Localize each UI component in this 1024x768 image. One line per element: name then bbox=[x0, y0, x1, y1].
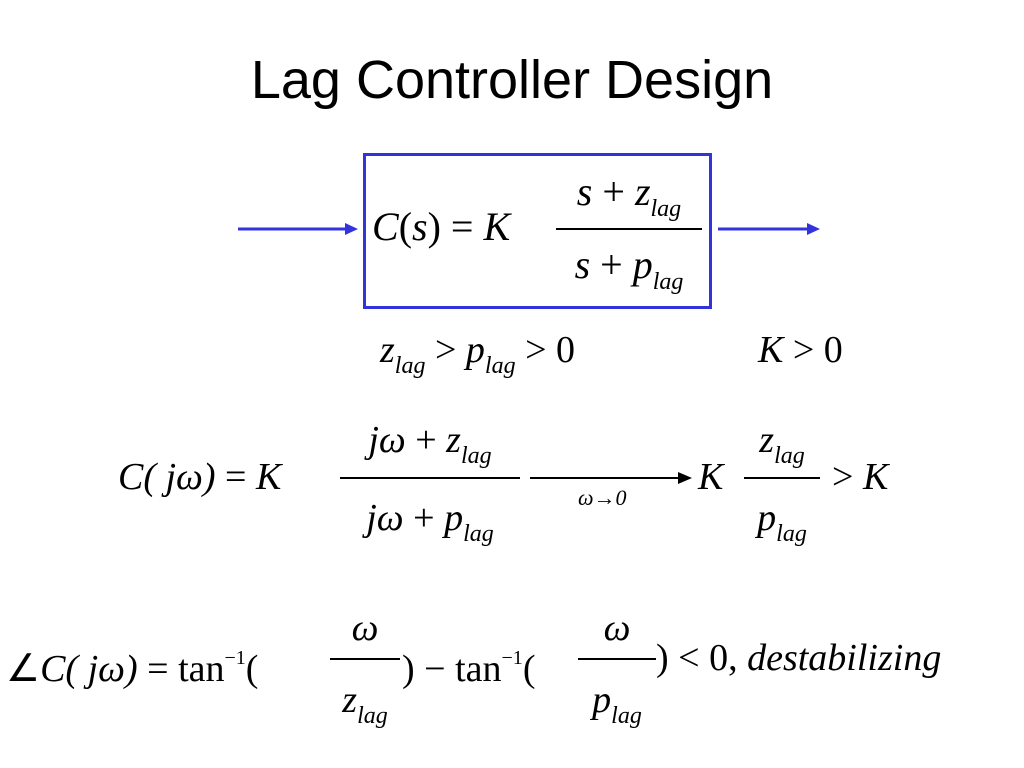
eq2-rhs-K: K bbox=[862, 456, 889, 498]
input-arrow-head bbox=[345, 223, 358, 235]
eq2-num-z: z bbox=[446, 419, 461, 461]
eq2-limit-label: ω→0 bbox=[578, 485, 627, 510]
cond-gt1: > bbox=[434, 329, 457, 371]
eq3-open2: ( bbox=[522, 648, 536, 690]
cond-z: z bbox=[380, 329, 395, 371]
eq1-C: C bbox=[372, 204, 399, 249]
eq3-open1: ( bbox=[245, 648, 259, 690]
eq3-lhs: ∠C( jω) = tan−1( bbox=[6, 636, 258, 691]
slide-title: Lag Controller Design bbox=[250, 50, 774, 110]
eq3-mid: ) − tan−1( bbox=[402, 636, 535, 691]
eq3-den2-p: p bbox=[592, 679, 612, 721]
cond-z-sub: lag bbox=[394, 352, 426, 379]
eq2-den-p: p bbox=[444, 497, 464, 539]
eq1-den-sub: lag bbox=[652, 268, 684, 295]
eq1-fraction-bar bbox=[556, 228, 702, 230]
eq1-num-s: s bbox=[576, 169, 593, 214]
eq2-den-jw: jω bbox=[366, 497, 404, 539]
eq2-denominator: jω + plag bbox=[340, 496, 520, 556]
eq2-rhs-compare: > K bbox=[832, 455, 888, 499]
eq1-num-sub: lag bbox=[650, 195, 682, 222]
eq1-equals: = bbox=[450, 204, 474, 249]
eq3-den2-sub: lag bbox=[611, 702, 642, 729]
eq2-rhs-denominator: plag bbox=[744, 496, 820, 556]
eq3-exp1: −1 bbox=[224, 647, 246, 669]
condition-poles-zeros: zlag > plag > 0 bbox=[380, 328, 575, 388]
eq3-lt: < bbox=[678, 637, 700, 679]
eq3-rhs: ) < 0, destabilizing bbox=[656, 636, 941, 680]
eq2-num-jw: jω bbox=[368, 419, 406, 461]
eq1-s: s bbox=[412, 204, 428, 249]
eq3-num2: ω bbox=[603, 607, 631, 649]
cond-K: K bbox=[758, 329, 784, 371]
eq3-close2: ) bbox=[656, 637, 669, 679]
eq2-gt: > bbox=[832, 456, 854, 498]
cond-gt3: > bbox=[792, 329, 815, 371]
eq3-lhs-expr: C( jω) bbox=[40, 648, 138, 690]
eq3-den1-z: z bbox=[342, 679, 358, 721]
eq2-numerator: jω + zlag bbox=[340, 418, 520, 478]
eq2-rhs-gain: K bbox=[698, 456, 724, 498]
eq1-denominator: s + plag bbox=[556, 243, 702, 304]
eq3-fraction-bar-1 bbox=[330, 658, 400, 660]
limit-arrow-head bbox=[678, 472, 692, 484]
eq1-lhs: C(s) = K bbox=[372, 205, 510, 249]
eq2-rhs-fraction-bar bbox=[744, 477, 820, 479]
eq2-gain: K bbox=[255, 456, 282, 498]
eq1-paren-open: ( bbox=[398, 204, 413, 249]
eq3-den1: zlag bbox=[330, 678, 400, 738]
eq3-exp2: −1 bbox=[501, 647, 523, 669]
eq3-num1: ω bbox=[351, 607, 379, 649]
cond-p: p bbox=[465, 329, 485, 371]
eq2-equals: = bbox=[225, 456, 247, 498]
eq3-den1-sub: lag bbox=[357, 702, 388, 729]
eq1-gain: K bbox=[483, 204, 511, 249]
condition-gain: K > 0 bbox=[758, 328, 843, 372]
eq1-num-plus: + bbox=[602, 169, 625, 214]
eq3-equals: = bbox=[147, 648, 169, 690]
eq2-den-sub: lag bbox=[463, 520, 494, 547]
eq2-den-plus: + bbox=[413, 497, 435, 539]
cond-p-sub: lag bbox=[484, 352, 516, 379]
eq3-close1: ) bbox=[402, 648, 415, 690]
eq1-den-plus: + bbox=[600, 242, 623, 287]
eq2-num-sub: lag bbox=[460, 442, 492, 469]
eq2-fraction-bar bbox=[340, 477, 520, 479]
eq2-rhs-num-z: z bbox=[759, 419, 775, 461]
eq2-rhs-den-p: p bbox=[757, 497, 777, 539]
eq2-rhs-den-sub: lag bbox=[776, 520, 807, 547]
eq3-fraction-bar-2 bbox=[578, 658, 656, 660]
eq1-den-s: s bbox=[574, 242, 591, 287]
eq2-num-plus: + bbox=[415, 419, 437, 461]
cond-gt2: > bbox=[525, 329, 547, 371]
cond-zero: 0 bbox=[556, 329, 576, 371]
eq3-tan2: tan bbox=[455, 648, 502, 690]
eq3-den2: plag bbox=[578, 678, 656, 738]
eq1-paren-close: ) bbox=[427, 204, 441, 249]
eq1-numerator: s + zlag bbox=[556, 170, 702, 231]
eq1-num-z: z bbox=[634, 169, 651, 214]
eq3-angle: ∠ bbox=[6, 648, 41, 690]
eq2-rhs-num-sub: lag bbox=[774, 442, 805, 469]
eq2-rhs-numerator: zlag bbox=[744, 418, 820, 478]
cond-zero2: 0 bbox=[823, 329, 843, 371]
controller-block bbox=[363, 153, 712, 309]
eq3-minus: − bbox=[424, 648, 446, 690]
output-arrow-head bbox=[807, 223, 820, 235]
eq3-word: destabilizing bbox=[747, 637, 942, 679]
eq2-lhs: C( jω) = K bbox=[118, 455, 281, 499]
eq3-tan1: tan bbox=[178, 648, 225, 690]
eq2-lhs-expr: C( jω) bbox=[118, 456, 216, 498]
eq3-zero: 0, bbox=[709, 637, 738, 679]
eq1-den-p: p bbox=[632, 242, 653, 287]
